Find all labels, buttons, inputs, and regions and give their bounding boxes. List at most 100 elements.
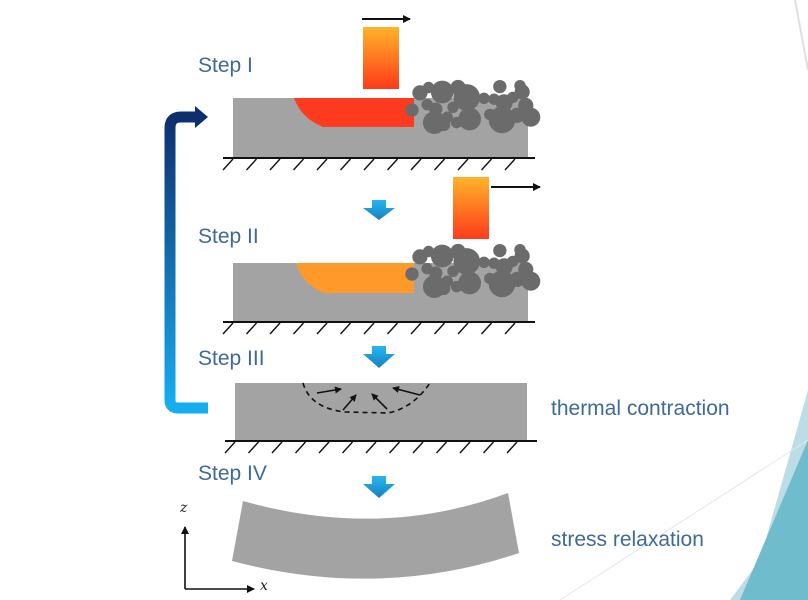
powder-particle: [478, 92, 490, 105]
hatch-mark: [433, 322, 446, 335]
hatch-mark: [222, 158, 234, 171]
hatch-mark: [294, 441, 307, 454]
deco-line: [559, 439, 808, 600]
hatch-mark: [506, 441, 518, 454]
hatch-mark: [457, 322, 469, 335]
hatch-mark: [316, 322, 328, 335]
powder-particle: [453, 84, 481, 111]
hatch-mark: [410, 322, 422, 335]
step-1-label: Step I: [198, 54, 253, 77]
hatch-mark: [410, 158, 422, 171]
powder-particle: [437, 117, 451, 132]
hatch-mark: [459, 441, 471, 454]
hatch-mark: [339, 322, 352, 335]
hatch-mark: [269, 158, 281, 171]
ground-hatch: [222, 157, 535, 171]
stress-relaxation-label: stress relaxation: [551, 528, 704, 551]
slide-decoration: [559, 0, 808, 600]
cooling-region-orange: [296, 263, 414, 293]
step-2-figure: [222, 177, 541, 335]
ground-hatch: [222, 321, 535, 335]
powder-particle: [405, 267, 419, 281]
powder-particle: [453, 248, 481, 275]
loop-arrow: [164, 106, 208, 414]
contraction-arrow-icon: [316, 386, 342, 394]
hatch-mark: [504, 158, 516, 171]
step-arrow-icon: [363, 476, 395, 498]
step-3-label: Step III: [198, 347, 265, 370]
coordinate-axes: [181, 526, 255, 593]
hatch-mark: [482, 441, 495, 454]
hatch-mark: [292, 158, 305, 171]
step-2-label: Step II: [198, 225, 259, 248]
heat-source: [363, 27, 399, 89]
substrate-block: [235, 383, 527, 441]
loop-arrow-head-icon: [195, 106, 208, 128]
hatch-mark: [363, 322, 375, 335]
thermal-contraction-label: thermal contraction: [551, 397, 730, 420]
powder-particle: [509, 107, 525, 123]
hatch-mark: [480, 322, 493, 335]
powder-particle: [493, 243, 507, 258]
step-arrow-icon: [363, 346, 395, 368]
hatch-mark: [245, 158, 258, 171]
powder-particle: [430, 80, 454, 104]
contraction-arrow-icon: [342, 394, 357, 411]
hatch-mark: [365, 441, 377, 454]
ground-hatch: [224, 440, 537, 454]
step-4-figure: [232, 493, 519, 579]
powder-particle: [430, 244, 454, 268]
hatch-mark: [363, 158, 375, 171]
powder-particle: [450, 280, 463, 293]
hatch-mark: [433, 158, 446, 171]
hatch-mark: [480, 158, 493, 171]
powder-particle: [450, 116, 463, 129]
contraction-arrow-icon: [392, 386, 421, 396]
powder-particle: [509, 271, 525, 287]
powder-bed: [405, 79, 541, 134]
hatch-mark: [504, 322, 516, 335]
powder-particle: [493, 79, 507, 94]
powder-particle: [521, 107, 541, 127]
powder-particle: [521, 271, 541, 291]
powder-particle: [405, 103, 419, 117]
deco-teal-triangle: [740, 440, 808, 600]
powder-particle: [514, 248, 530, 264]
powder-particle: [488, 270, 516, 298]
hatch-mark: [341, 441, 354, 454]
powder-particle: [478, 256, 490, 268]
powder-particle: [488, 106, 516, 134]
z-axis-label: z: [180, 500, 188, 516]
powder-bed: [405, 243, 541, 298]
deco-line-top: [794, 0, 808, 71]
step-3-figure: [224, 382, 537, 454]
hatch-mark: [412, 441, 424, 454]
hatch-mark: [222, 322, 234, 335]
step-arrow-icon: [363, 200, 395, 220]
hatch-mark: [318, 441, 330, 454]
hatch-mark: [271, 441, 283, 454]
hatch-mark: [435, 441, 448, 454]
powder-particle: [458, 107, 481, 131]
contraction-arrow-icon: [371, 393, 388, 410]
contraction-zone-outline: [302, 382, 431, 414]
hatch-mark: [224, 441, 236, 454]
hatch-mark: [316, 158, 328, 171]
powder-particle: [458, 271, 481, 295]
step-1-figure: [222, 15, 541, 171]
hatch-mark: [269, 322, 281, 335]
hatch-mark: [457, 158, 469, 171]
x-axis-label: x: [260, 578, 268, 594]
bent-part: [232, 493, 519, 579]
powder-particle: [514, 84, 530, 100]
hatch-mark: [388, 441, 401, 454]
hatch-mark: [245, 322, 258, 335]
hatch-mark: [386, 158, 399, 171]
heat-source: [453, 177, 489, 239]
hatch-mark: [292, 322, 305, 335]
hatch-mark: [247, 441, 260, 454]
hatch-mark: [386, 322, 399, 335]
hatch-mark: [339, 158, 352, 171]
melt-pool-red: [294, 98, 414, 127]
